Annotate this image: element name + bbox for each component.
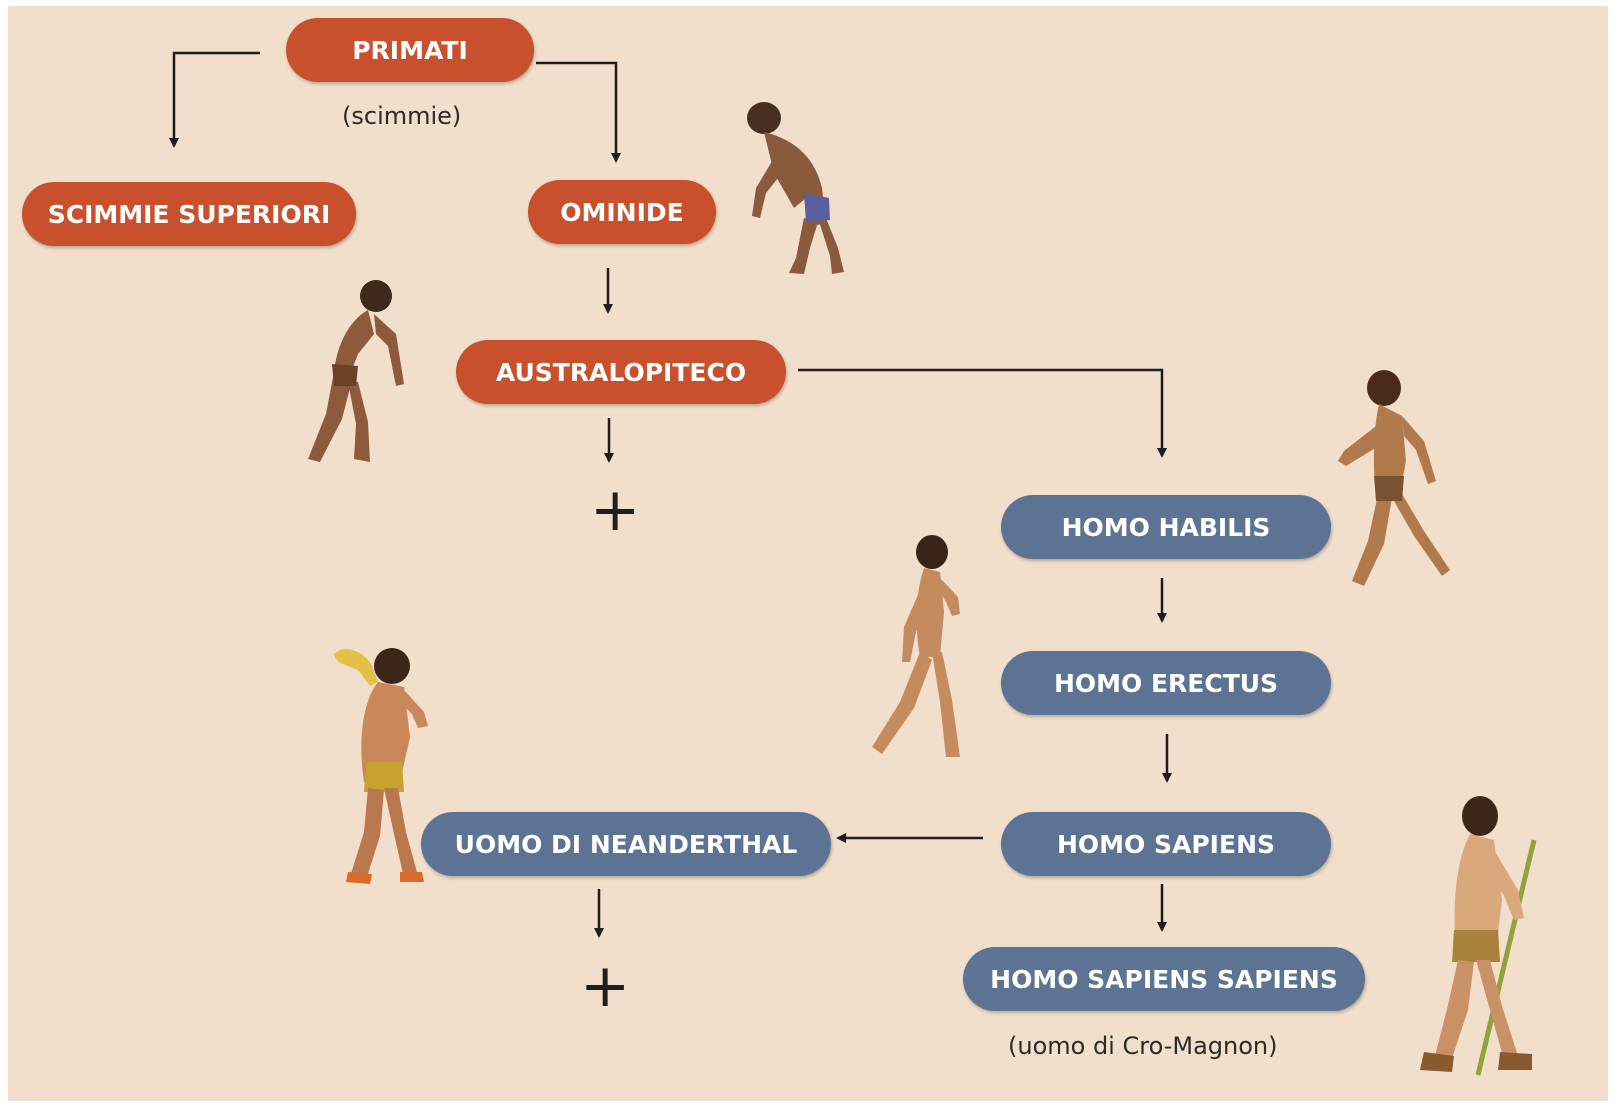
edge-primati-scimmie [169, 51, 260, 148]
extinction-mark-neanderthal: + [580, 951, 631, 1021]
node-uomo-di-neanderthal: UOMO DI NEANDERTHAL [421, 812, 831, 876]
node-homo-erectus: HOMO ERECTUS [1001, 651, 1331, 715]
note-cro-magnon: (uomo di Cro-Magnon) [1008, 1032, 1278, 1060]
connector-lines [169, 51, 1172, 938]
hominid-figure-cro-magnon [1420, 796, 1537, 1076]
node-uomo-di-neanderthal-label: UOMO DI NEANDERTHAL [454, 829, 798, 859]
node-scimmie-superiori: SCIMMIE SUPERIORI [22, 182, 356, 246]
node-primati-label: PRIMATI [352, 35, 468, 65]
hominid-figure-australopiteco [308, 280, 404, 462]
edge-primati-ominide [536, 61, 621, 163]
node-primati: PRIMATI [286, 18, 534, 82]
node-homo-habilis-label: HOMO HABILIS [1061, 512, 1271, 542]
hominid-figure-ominide [747, 102, 844, 274]
node-australopiteco: AUSTRALOPITECO [456, 340, 786, 404]
node-homo-sapiens-sapiens: HOMO SAPIENS SAPIENS [963, 947, 1365, 1011]
note-primati: (scimmie) [342, 102, 462, 130]
node-homo-habilis: HOMO HABILIS [1001, 495, 1331, 559]
edge-australopiteco-habilis [798, 368, 1167, 458]
node-homo-sapiens-label: HOMO SAPIENS [1057, 829, 1275, 859]
node-homo-sapiens-sapiens-label: HOMO SAPIENS SAPIENS [990, 964, 1338, 994]
evolution-diagram: PRIMATI (scimmie) SCIMMIE SUPERIORI OMIN… [8, 6, 1608, 1101]
extinction-mark-australopiteco: + [590, 475, 641, 545]
node-ominide-label: OMINIDE [560, 197, 684, 227]
node-homo-sapiens: HOMO SAPIENS [1001, 812, 1331, 876]
node-ominide: OMINIDE [528, 180, 716, 244]
hominid-figure-erectus [872, 535, 960, 757]
hominid-figure-habilis [1338, 370, 1450, 586]
node-australopiteco-label: AUSTRALOPITECO [495, 357, 747, 387]
node-homo-erectus-label: HOMO ERECTUS [1053, 668, 1279, 698]
node-scimmie-superiori-label: SCIMMIE SUPERIORI [47, 199, 331, 229]
hominid-figure-neanderthal [334, 648, 428, 884]
